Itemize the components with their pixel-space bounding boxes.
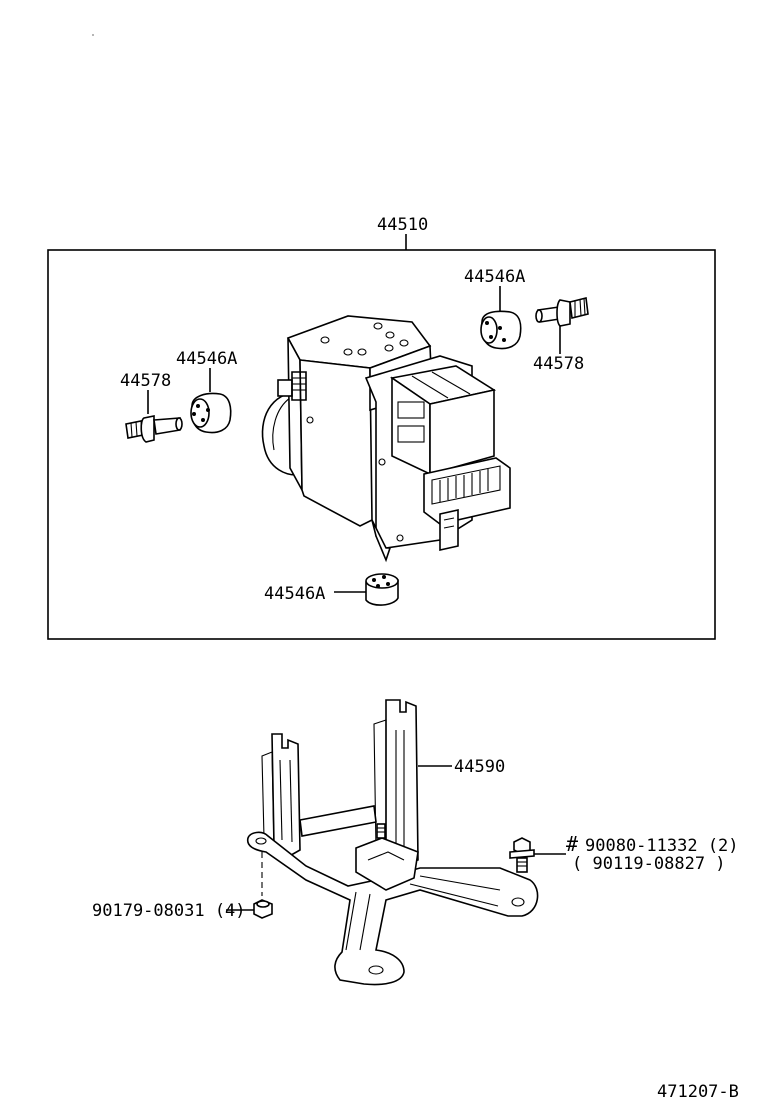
cushion-upper-left-label: 44546A [176,349,237,369]
cushion-lower[interactable]: 44546A [264,573,399,606]
flange-nut[interactable]: 90179-08031 (4) [92,852,273,921]
bolt-left[interactable]: 44578 [120,371,183,443]
bolt-primary-label: 90080-11332 (2) [585,836,739,856]
nut-label: 90179-08031 (4) [92,901,246,921]
cushion-upper-left[interactable]: 44546A [176,349,237,434]
drawing-number: 471207-B [657,1082,739,1102]
actuator-assembly-group: 44510 [47,215,716,640]
bolt-left-label: 44578 [120,371,171,391]
flange-bolt[interactable]: # 90080-11332 (2) ( 90119-08827 ) [509,832,739,874]
bolt-alternate-label: ( 90119-08827 ) [572,854,726,874]
cushion-upper-right[interactable]: 44546A [464,267,525,350]
actuator-bracket[interactable]: 44590 [246,699,539,986]
cushion-upper-right-label: 44546A [464,267,525,287]
bolt-right[interactable]: 44578 [533,297,589,374]
bracket-label: 44590 [454,757,505,777]
abs-actuator-body[interactable] [261,315,511,563]
bolt-hash-mark: # [566,832,578,856]
cushion-lower-label: 44546A [264,584,325,604]
stray-dot [92,34,94,36]
actuator-assembly-label: 44510 [377,215,428,235]
bolt-right-label: 44578 [533,354,584,374]
